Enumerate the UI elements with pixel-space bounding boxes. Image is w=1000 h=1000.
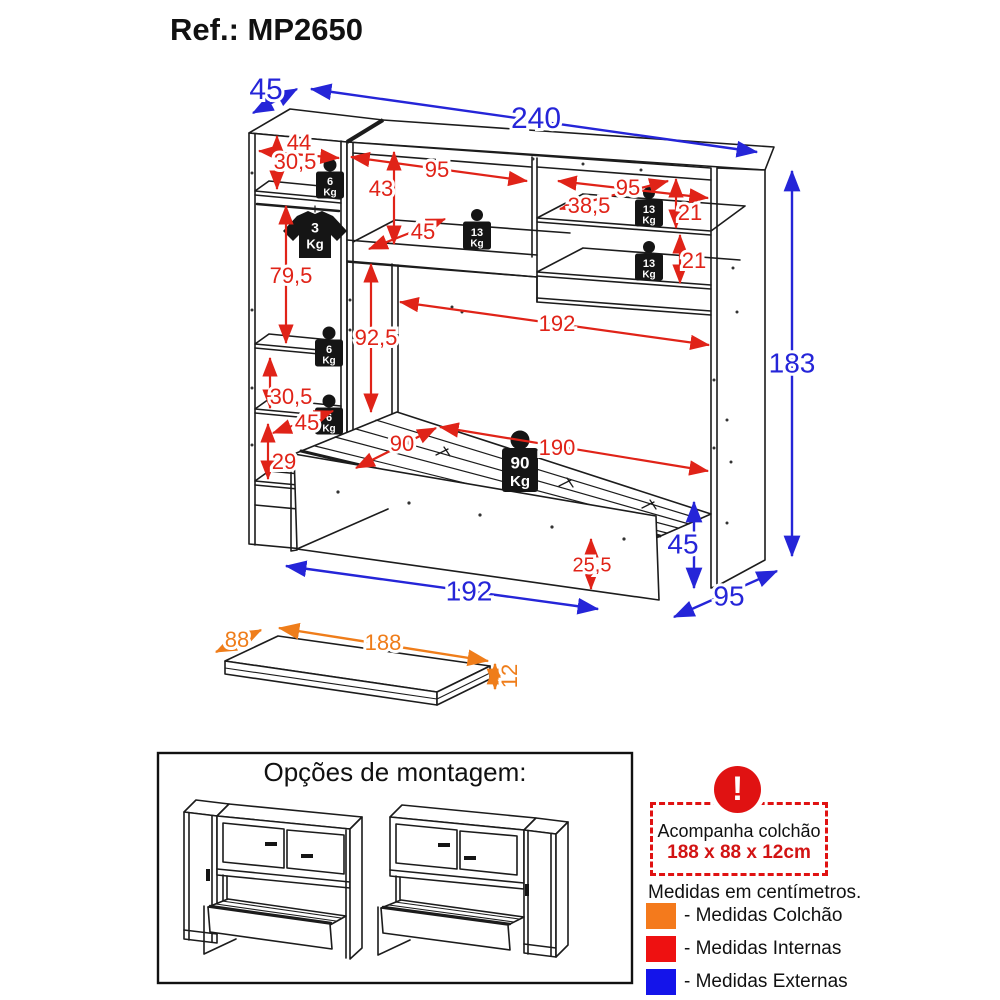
dim-label: 79,5 [270,263,313,288]
dim-label: 12 [497,664,522,688]
weight-unit: Kg [323,188,336,199]
shirt-weight-unit: Kg [306,236,323,251]
dim-label: 21 [678,200,702,225]
mattress-box-line2: 188 x 88 x 12cm [667,842,811,863]
weight-value: 13 [643,204,655,216]
internal-dimension-arrows [257,134,711,591]
dim-label: 45 [249,73,282,106]
weight-unit: Kg [510,473,530,490]
legend-label: - Medidas Internas [684,937,842,959]
dim-label: 95 [616,175,640,200]
dim-label: 29 [272,449,296,474]
legend-label: - Medidas Externas [684,970,848,992]
fold-down-bed [290,411,712,601]
dim-label: 90 [390,431,414,456]
legend-item-internal: - Medidas Internas [646,935,848,962]
weight-value: 6 [327,176,333,188]
dim-label: 95 [425,157,449,182]
options-panel-title: Opções de montagem: [263,757,527,787]
dim-label: 192 [446,575,493,606]
weight-value: 6 [326,344,332,356]
warning-mark: ! [731,770,744,808]
dim-label: 88 [225,627,249,652]
weight-icon: 6 Kg [315,326,343,367]
dim-label: 92,5 [355,325,398,350]
dim-label: 45 [667,528,698,559]
dim-label: 95 [713,580,744,611]
units-note: Medidas em centímetros. [648,882,862,903]
mounting-option-1 [183,799,363,960]
weight-icon: 13 Kg [635,241,663,281]
weight-unit: Kg [642,216,655,227]
dim-label: 188 [365,630,402,655]
weight-value: 90 [511,453,530,472]
weight-value: 13 [471,227,483,239]
legend-swatch [646,935,676,962]
mounting-option-2 [377,804,569,958]
weight-value: 13 [643,258,655,270]
dimension-labels: 45 240 183 45 192 95 44 30,5 95 43 95 38… [222,70,819,691]
weight-unit: Kg [322,424,335,435]
included-mattress-box: Acompanha colchão 188 x 88 x 12cm [650,802,828,876]
dim-label: 38,5 [568,193,611,218]
weight-unit: Kg [470,239,483,250]
mattress-box-line1: Acompanha colchão [657,821,821,841]
dim-label: 21 [682,248,706,273]
external-dimension-arrows [251,83,801,619]
dim-label: 45 [295,410,319,435]
dim-label: 190 [539,435,576,460]
legend-swatch [646,968,676,995]
options-panel-border [156,751,634,985]
warning-icon: ! [714,766,761,813]
dim-label: 240 [511,102,561,135]
mattress-drawing [214,622,504,706]
page-title: Ref.: MP2650 [170,12,363,47]
dim-label: 25,5 [573,554,612,576]
shirt-icon: 3 Kg [283,205,347,258]
weight-unit: Kg [322,356,335,367]
legend-label: - Medidas Colchão [684,904,843,926]
dim-label: 30,5 [274,149,317,174]
legend-item-mattress: - Medidas Colchão [646,902,848,929]
dim-label: 192 [539,311,576,336]
shirt-weight-value: 3 [311,220,319,236]
dim-label: 30,5 [270,384,313,409]
legend-item-external: - Medidas Externas [646,968,848,995]
measure-legend: - Medidas Colchão - Medidas Internas - M… [646,902,848,1000]
dim-label: 183 [769,347,816,378]
dim-label: 45 [411,219,435,244]
dim-label: 44 [287,130,311,155]
legend-swatch [646,902,676,929]
weight-unit: Kg [642,270,655,281]
weight-icon: 13 Kg [463,209,491,250]
dim-label: 43 [369,176,393,201]
